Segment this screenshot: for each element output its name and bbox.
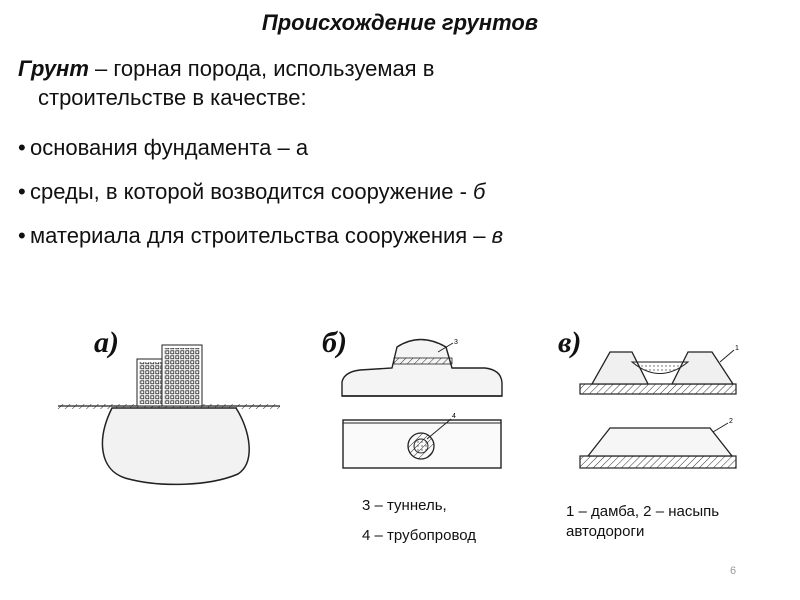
- definition-line2: строительстве в качестве:: [38, 85, 307, 110]
- page-number: 6: [730, 565, 737, 577]
- bullet-text: среды, в которой возводится сооружение -: [30, 179, 474, 204]
- bullet-letter: б: [473, 179, 486, 204]
- definition-term: Грунт: [18, 56, 89, 81]
- bullet-list: •основания фундамента – а •среды, в кото…: [18, 133, 758, 265]
- dam-right-wall: [670, 351, 735, 385]
- dam-left-wall: [590, 351, 650, 385]
- marker-3: 3: [454, 339, 458, 346]
- figure-a-drawing: [58, 344, 280, 486]
- pipeline-soil-block: [342, 419, 502, 469]
- bullet-item: •основания фундамента – а: [18, 133, 758, 177]
- tunnel-lining: [393, 357, 453, 365]
- building-tall-windows: [164, 348, 200, 404]
- dam-base: [579, 383, 737, 395]
- dam-water-zone: [630, 361, 690, 374]
- legend-v-line1: 1 – дамба, 2 – насыпь: [566, 503, 720, 520]
- figure-b-label: б): [322, 326, 347, 359]
- slide-title: Происхождение грунтов: [261, 10, 539, 35]
- marker-1-leader: [719, 349, 735, 363]
- bullet-dot-icon: •: [18, 135, 26, 160]
- legend-b-line1: 3 – туннель,: [362, 497, 447, 514]
- bullet-dot-icon: •: [18, 223, 26, 248]
- marker-2: 2: [729, 418, 733, 425]
- bullet-text: основания фундамента – а: [30, 135, 309, 160]
- figure-b-drawing: 3 4: [341, 338, 503, 469]
- legend-v: 1 – дамба, 2 – насыпь автодороги: [566, 502, 719, 542]
- bullet-text: материала для строительства сооружения –: [30, 223, 492, 248]
- marker-4-leader: [426, 418, 452, 440]
- legend-b-line2: 4 – трубопровод: [362, 527, 477, 544]
- building-low-windows: [139, 362, 163, 404]
- figure-v-label: в): [558, 326, 582, 359]
- marker-3-leader: [437, 342, 454, 353]
- figure-v-drawing: 1 2: [579, 345, 739, 469]
- legend-v-line2: автодороги: [566, 523, 645, 540]
- pipeline-inner: [413, 438, 429, 454]
- tunnel-embankment: [341, 338, 503, 397]
- figure-a-label: а): [94, 326, 119, 359]
- foundation-soil-zone: [101, 407, 250, 486]
- legend-b: 3 – туннель, 4 – трубопровод: [362, 496, 476, 546]
- marker-1: 1: [735, 345, 739, 352]
- definition-line1: – горная порода, используемая в: [88, 56, 435, 81]
- road-embankment: [586, 427, 734, 457]
- marker-4: 4: [452, 413, 456, 420]
- road-base: [579, 455, 737, 469]
- bullet-item: •материала для строительства сооружения …: [18, 221, 758, 265]
- bullet-letter: в: [491, 223, 504, 248]
- bullet-dot-icon: •: [18, 179, 26, 204]
- definition-text: Грунт – горная порода, используемая в ст…: [18, 54, 658, 112]
- marker-2-leader: [712, 422, 729, 433]
- bullet-item: •среды, в которой возводится сооружение …: [18, 177, 758, 221]
